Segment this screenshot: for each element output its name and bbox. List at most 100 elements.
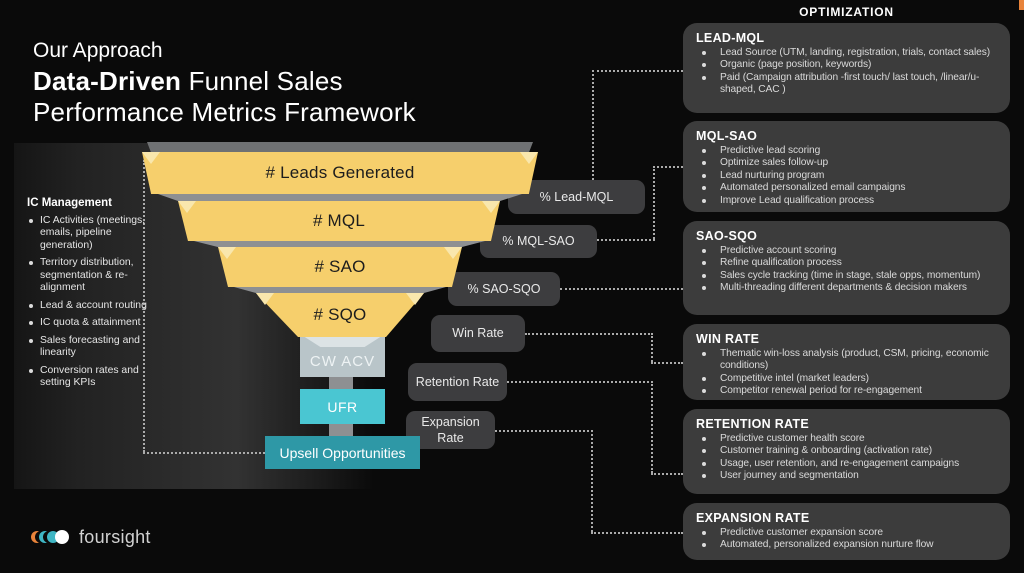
panel-title: LEAD-MQL [696,31,765,45]
bullet-icon [702,449,706,454]
funnel-stage-sao: # SAO [218,247,462,287]
list-item: Customer training & onboarding (activati… [696,445,998,457]
list-item: Multi-threading different departments & … [696,282,998,294]
funnel-stage-label: # Leads Generated [265,163,415,182]
connector-sao-sqo [560,288,683,290]
connector-ic-management [143,160,145,452]
connector-win-rate [525,333,653,335]
connector-mql-sao [653,166,655,239]
bullet-icon [702,161,706,166]
list-item: Conversion rates and setting KPIs [27,365,149,390]
bullet-icon [702,261,706,266]
list-item: User journey and segmentation [696,470,998,482]
list-item: Sales cycle tracking (time in stage, sta… [696,270,998,282]
list-item: Predictive lead scoring [696,145,998,157]
bullet-icon [702,173,706,178]
optimization-header: OPTIMIZATION [799,5,894,19]
list-item: Optimize sales follow-up [696,157,998,169]
bullet-icon [702,273,706,278]
metric-label-lead-mql: % Lead-MQL [508,180,645,214]
bullet-icon [702,461,706,466]
optimization-panel-lead-mql: LEAD-MQL Lead Source (UTM, landing, regi… [683,23,1010,113]
connector-win-rate [651,333,653,362]
panel-title: EXPANSION RATE [696,511,810,525]
connector-retention [651,381,653,473]
slide-title-line1: Data-Driven Funnel Sales [33,66,416,97]
funnel-connector-bar [329,377,353,391]
ic-management-list: IC Management IC Activities (meetings, e… [27,197,149,395]
panel-title: MQL-SAO [696,129,758,143]
list-item: Lead Source (UTM, landing, registration,… [696,47,998,59]
bullet-icon [702,286,706,291]
bullet-icon [29,338,33,343]
optimization-panel-win-rate: WIN RATE Thematic win-loss analysis (pro… [683,324,1010,400]
list-item: Predictive account scoring [696,245,998,257]
funnel-gap [234,287,446,293]
list-item: Competitive intel (market leaders) [696,373,998,385]
bullet-icon [29,321,33,326]
list-item: Paid (Campaign attribution -first touch/… [696,72,998,97]
bullet-icon [702,63,706,68]
bullet-icon [702,149,706,153]
connector-mql-sao [653,166,683,168]
bullet-icon [29,303,33,308]
list-item: Thematic win-loss analysis (product, CSM… [696,348,998,373]
optimization-panel-mql-sao: MQL-SAO Predictive lead scoring Optimize… [683,121,1010,212]
list-item: Improve Lead qualification process [696,195,998,207]
connector-expansion [591,430,593,532]
bullet-icon [702,474,706,479]
connector-lead-mql [592,70,594,180]
connector-ic-management [143,452,265,454]
ic-management-title: IC Management [27,197,112,209]
connector-retention [507,381,653,383]
corner-accent [1019,0,1024,10]
optimization-panel-expansion-rate: EXPANSION RATE Predictive customer expan… [683,503,1010,560]
bullet-icon [702,249,706,253]
metric-label-win-rate: Win Rate [431,315,525,352]
funnel-stage-mql: # MQL [178,201,500,241]
panel-title: WIN RATE [696,332,760,346]
bullet-icon [702,186,706,191]
list-item: Automated personalized email campaigns [696,182,998,194]
foursight-logo: foursight [30,525,151,549]
list-item: Refine qualification process [696,257,998,269]
funnel-connector-bar [329,424,353,438]
funnel-gap [194,241,485,247]
slide-eyebrow: Our Approach [33,39,163,62]
optimization-panel-sao-sqo: SAO-SQO Predictive account scoring Refin… [683,221,1010,315]
optimization-panel-retention-rate: RETENTION RATE Predictive customer healt… [683,409,1010,494]
bullet-icon [702,389,706,394]
list-item: Competitor renewal period for re-engagem… [696,385,998,397]
funnel-box-fold [300,334,385,347]
panel-title: SAO-SQO [696,229,758,243]
connector-win-rate [651,362,683,364]
list-item: Organic (page position, keywords) [696,59,998,71]
foursight-logo-icon [31,530,69,544]
bullet-icon [29,261,33,266]
logo-text: foursight [79,526,151,547]
list-item: Predictive customer expansion score [696,527,998,539]
bullet-icon [29,368,33,373]
list-item: Lead & account routing [27,300,149,312]
funnel-stage-label: # MQL [312,211,366,230]
list-item: Predictive customer health score [696,433,998,445]
list-item: Sales forecasting and linearity [27,335,149,360]
list-item: Automated, personalized expansion nurtur… [696,539,998,551]
connector-expansion [495,430,593,432]
funnel-stage-label: # SAO [314,257,366,276]
slide-title-tail: Funnel Sales [181,66,343,97]
funnel-stage-leads-generated: # Leads Generated [142,152,538,194]
list-item: Territory distribution, segmentation & r… [27,257,149,294]
metric-label-retention-rate: Retention Rate [408,363,507,401]
list-item: Lead nurturing program [696,170,998,182]
bullet-icon [702,543,706,548]
slide-title-bold: Data-Driven [33,66,182,97]
funnel-box-ufr: UFR [300,389,385,424]
slide-title-line2: Performance Metrics Framework [33,97,416,128]
bullet-icon [702,437,706,441]
list-item: IC Activities (meetings, emails, pipelin… [27,215,149,252]
bullet-icon [702,352,706,356]
list-item: IC quota & attainment [27,317,149,329]
bullet-icon [702,376,706,381]
